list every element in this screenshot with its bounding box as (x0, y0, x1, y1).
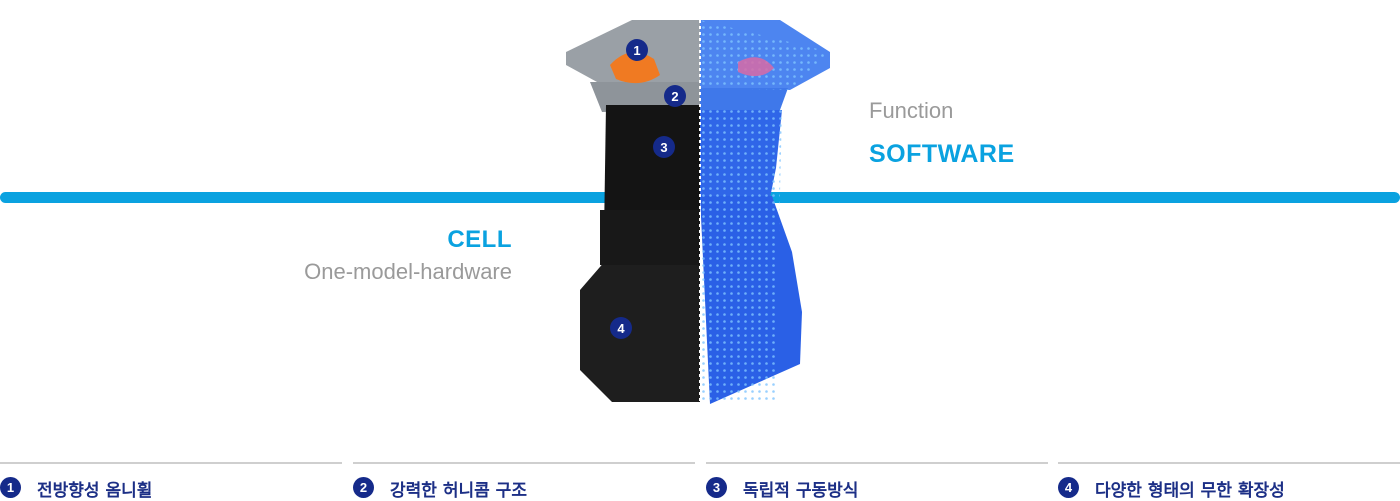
feature-label: 전방향성 옴니휠 (37, 481, 153, 501)
cell-subtitle: One-model-hardware (304, 259, 512, 284)
hardware-half (566, 20, 700, 402)
cell-title: CELL (447, 226, 512, 253)
feature-label: 독립적 구동방식 (743, 481, 859, 501)
feature-label: 강력한 허니콤 구조 (390, 481, 527, 501)
software-half (700, 20, 830, 404)
svg-text:2: 2 (671, 89, 678, 104)
feature-item-3: 3 독립적 구동방식 (706, 462, 1048, 501)
svg-text:3: 3 (660, 140, 667, 155)
marker-4: 4 (610, 317, 632, 339)
feature-number-badge: 3 (706, 477, 727, 498)
marker-1: 1 (626, 39, 648, 61)
function-subtitle: Function (869, 98, 954, 123)
feature-label: 다양한 형태의 무한 확장성 (1095, 481, 1285, 501)
svg-text:4: 4 (617, 321, 625, 336)
marker-3: 3 (653, 136, 675, 158)
feature-number-badge: 1 (0, 477, 21, 498)
marker-2: 2 (664, 85, 686, 107)
feature-item-2: 2 강력한 허니콤 구조 (353, 462, 695, 501)
feature-number-badge: 2 (353, 477, 374, 498)
software-title: SOFTWARE (869, 140, 1015, 168)
feature-list: 1 전방향성 옴니휠 2 강력한 허니콤 구조 3 독립적 구동방식 4 다양한… (0, 462, 1400, 501)
robot-cell-illustration: 1 2 3 4 (566, 20, 830, 404)
feature-item-1: 1 전방향성 옴니휠 (0, 462, 342, 501)
feature-number-badge: 4 (1058, 477, 1079, 498)
feature-item-4: 4 다양한 형태의 무한 확장성 (1058, 462, 1400, 501)
svg-text:1: 1 (633, 43, 640, 58)
robot-cell-image: 1 2 3 4 (560, 10, 840, 410)
